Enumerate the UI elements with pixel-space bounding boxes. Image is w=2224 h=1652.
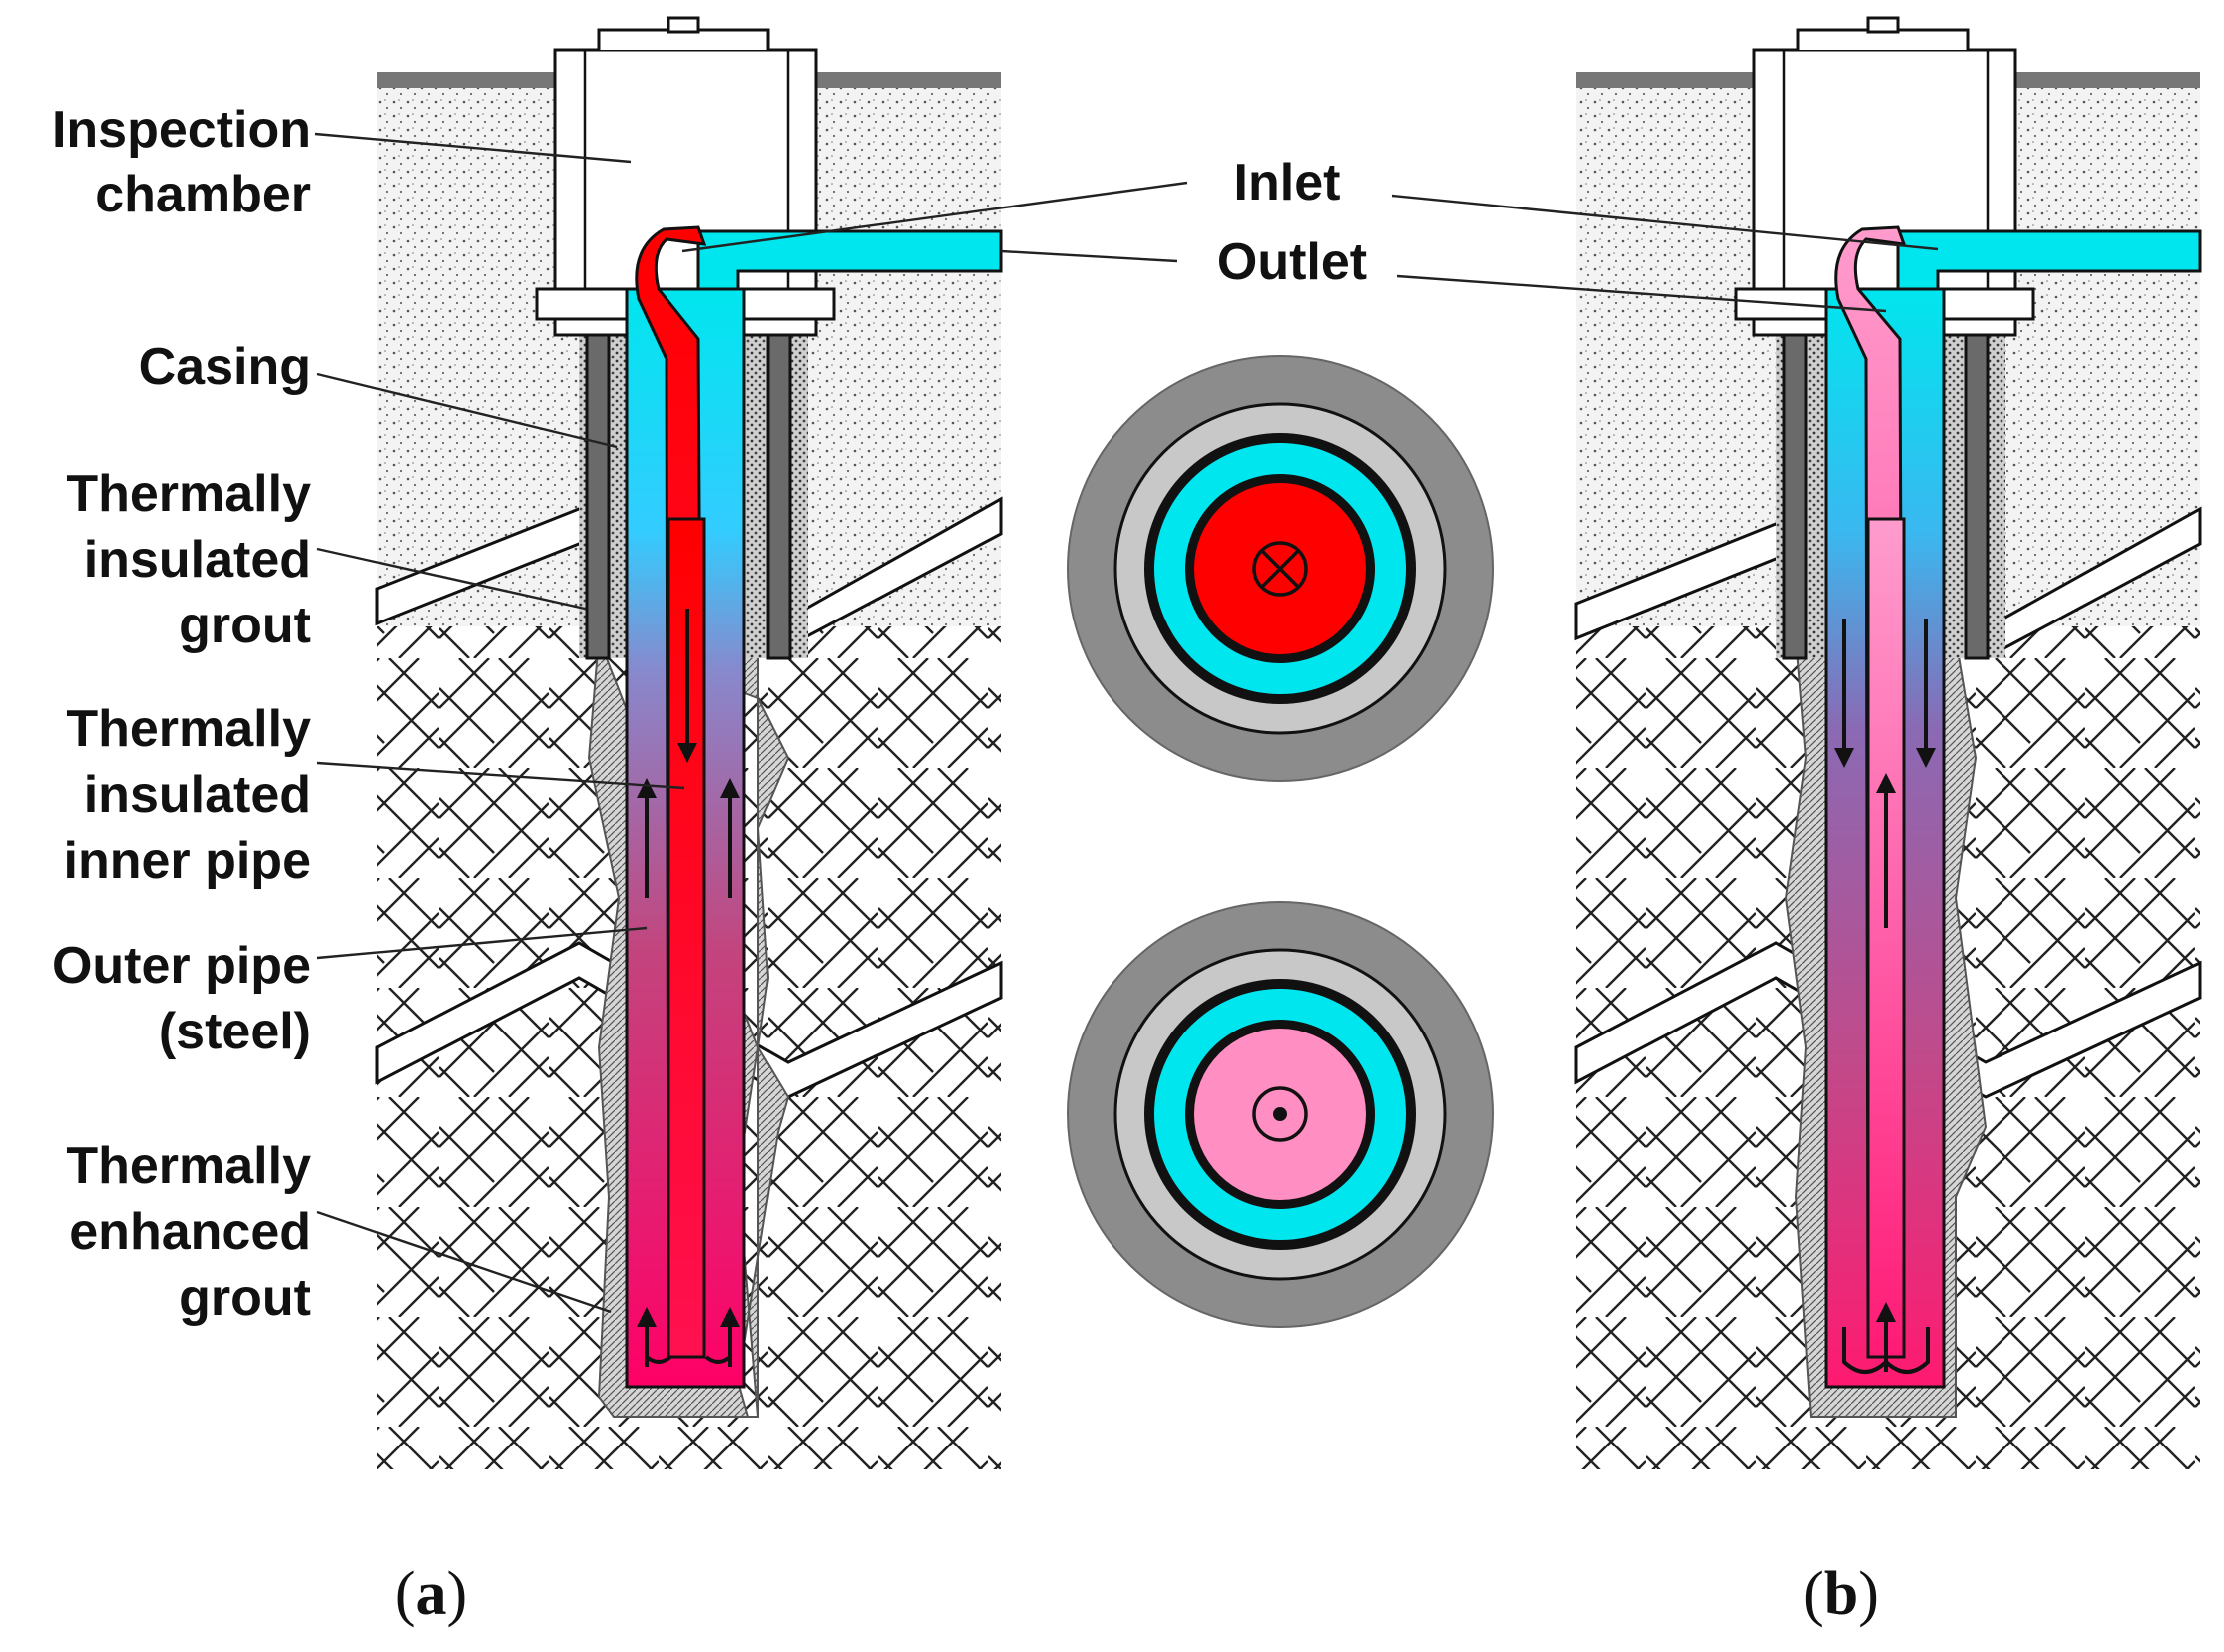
inner-pipe-b-body bbox=[1866, 517, 1906, 1359]
caption-b: (b) bbox=[1803, 1560, 1879, 1628]
label-inlet: Inlet bbox=[1234, 154, 1341, 211]
flow-into-page-icon bbox=[1252, 541, 1308, 597]
label-casing: Casing bbox=[139, 338, 311, 396]
panel-a bbox=[375, 16, 1003, 1469]
label-insulated-grout: Thermally insulated grout bbox=[66, 465, 311, 654]
label-inspection-chamber: Inspection chamber bbox=[52, 101, 311, 223]
svg-text:chamber: chamber bbox=[95, 166, 311, 223]
svg-text:grout: grout bbox=[179, 1269, 311, 1327]
label-enhanced-grout: Thermally enhanced grout bbox=[66, 1137, 311, 1327]
svg-text:grout: grout bbox=[179, 597, 311, 654]
svg-text:Thermally: Thermally bbox=[66, 465, 311, 523]
inspection-chamber-b bbox=[1734, 16, 2035, 337]
inspection-chamber-a bbox=[535, 16, 836, 337]
casing-b-right bbox=[1964, 327, 1990, 660]
svg-text:inner pipe: inner pipe bbox=[64, 832, 311, 890]
svg-text:Thermally: Thermally bbox=[66, 1137, 311, 1195]
flow-out-of-page-icon bbox=[1252, 1086, 1308, 1142]
label-outlet: Outlet bbox=[1217, 233, 1367, 291]
cross-section-a bbox=[1067, 355, 1494, 782]
svg-text:insulated: insulated bbox=[84, 766, 311, 824]
svg-text:insulated: insulated bbox=[84, 531, 311, 589]
casing-a-right bbox=[766, 327, 792, 660]
outlet-pipe-b bbox=[1896, 229, 2202, 291]
svg-text:enhanced: enhanced bbox=[69, 1203, 311, 1261]
casing-b bbox=[1782, 327, 1808, 660]
cross-section-b bbox=[1067, 901, 1494, 1328]
casing-a bbox=[585, 327, 611, 660]
label-outer-pipe: Outer pipe (steel) bbox=[52, 937, 311, 1060]
svg-text:Thermally: Thermally bbox=[66, 700, 311, 758]
svg-text:Outer pipe: Outer pipe bbox=[52, 937, 311, 995]
label-inner-pipe: Thermally insulated inner pipe bbox=[64, 700, 312, 890]
outlet-pipe-a bbox=[696, 229, 1003, 291]
panel-b bbox=[1574, 16, 2202, 1469]
svg-text:Inspection: Inspection bbox=[52, 101, 311, 159]
caption-a: (a) bbox=[395, 1560, 467, 1628]
svg-text:(steel): (steel) bbox=[159, 1003, 311, 1060]
